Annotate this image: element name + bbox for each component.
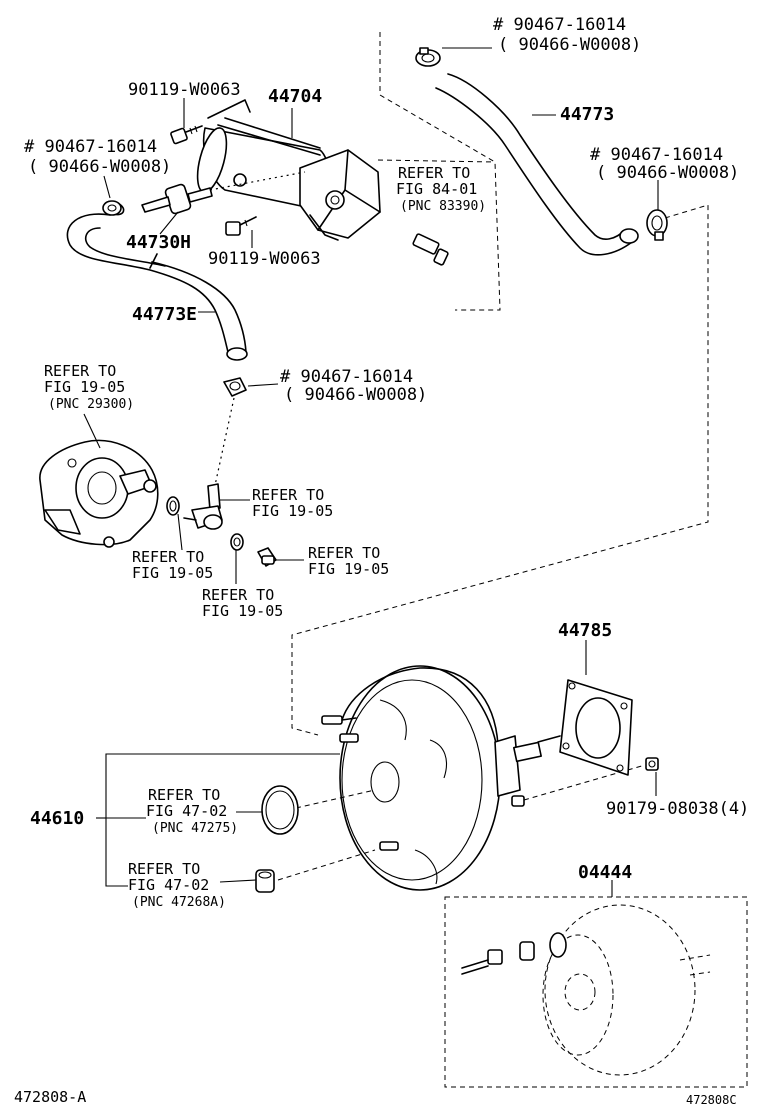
label-refer-1905-b-line1: REFER TO — [132, 548, 204, 566]
label-refer-4702-a-line2: FIG 47-02 — [146, 802, 227, 820]
label-tank-44704: 44704 — [268, 86, 322, 107]
footer-left-code: 472808-A — [14, 1088, 86, 1106]
label-refer-1905-c-line2: FIG 19-05 — [308, 560, 389, 578]
brake-booster-44610 — [321, 665, 561, 891]
label-refer-1905-c-line1: REFER TO — [308, 544, 380, 562]
oring-connection — [295, 789, 376, 809]
label-refer-1905-d-line2: FIG 19-05 — [202, 602, 283, 620]
footer-right-code: 472808C — [686, 1093, 737, 1107]
grommet-icon — [255, 869, 275, 893]
union-fitting-icon — [183, 483, 223, 530]
label-refer-1905-b-line2: FIG 19-05 — [132, 564, 213, 582]
label-nut-90179: 90179-08038(4) — [606, 799, 749, 819]
label-refer-4702-b-line2: FIG 47-02 — [128, 876, 209, 894]
label-refer-4702-b-line3: (PNC 47268A) — [132, 895, 226, 910]
grommet-connection — [277, 849, 376, 881]
leader-lines — [83, 47, 659, 897]
washer-b-icon — [230, 533, 244, 551]
label-booster-44610: 44610 — [30, 808, 84, 829]
nut-icon — [645, 757, 659, 771]
label-refer-4702-b-line1: REFER TO — [128, 860, 200, 878]
label-refer-pump-line3: (PNC 29300) — [48, 397, 134, 412]
label-clamp-top-alt: ( 90466-W0008) — [498, 35, 641, 55]
hose-44773e — [66, 213, 248, 361]
label-refer-1905-d-line1: REFER TO — [202, 586, 274, 604]
nut-connection — [523, 764, 646, 801]
gasket-44785-icon — [559, 679, 633, 776]
label-clamp-top: # 90467-16014 — [493, 15, 626, 35]
label-refer-4702-a-line1: REFER TO — [148, 786, 220, 804]
label-hose-44773: 44773 — [560, 104, 614, 125]
label-refer-pump-line1: REFER TO — [44, 362, 116, 380]
label-hose-44773e: 44773E — [132, 304, 197, 325]
label-clamp-mid: # 90467-16014 — [280, 367, 413, 387]
plug-icon — [257, 547, 277, 567]
label-refer-84-line3: (PNC 83390) — [400, 199, 486, 214]
clamp-mid-icon — [223, 377, 247, 397]
label-check-valve: 44730H — [126, 232, 191, 253]
label-clamp-mid-alt: ( 90466-W0008) — [284, 385, 427, 405]
o-ring-icon — [261, 785, 299, 835]
vacuum-tank-44704 — [196, 99, 381, 241]
clamp-right-icon — [646, 209, 668, 241]
label-refer-1905-a-line2: FIG 19-05 — [252, 502, 333, 520]
label-clamp-left-alt: ( 90466-W0008) — [28, 157, 171, 177]
bolt-mid-icon — [225, 216, 257, 236]
label-refer-84-line2: FIG 84-01 — [396, 180, 477, 198]
check-valve-44730h-icon — [103, 183, 213, 216]
tank-group-outline — [377, 159, 496, 163]
label-bolt-top: 90119-W0063 — [128, 80, 241, 100]
label-refer-1905-a-line1: REFER TO — [252, 486, 324, 504]
hose-to-fitting-connection — [213, 397, 235, 491]
label-refer-pump-line2: FIG 19-05 — [44, 378, 125, 396]
kit-04444 — [461, 904, 711, 1076]
vacuum-pump-icon — [39, 439, 159, 548]
washer-a-icon — [166, 496, 180, 516]
clamp-left-icon — [102, 200, 122, 216]
label-clamp-right-alt: ( 90466-W0008) — [596, 163, 739, 183]
label-bolt-mid: 90119-W0063 — [208, 249, 321, 269]
hose-44773 — [435, 73, 639, 256]
clamp-top-icon — [415, 47, 441, 67]
label-clamp-right: # 90467-16014 — [590, 145, 723, 165]
label-clamp-left: # 90467-16014 — [24, 137, 157, 157]
part-labels: # 90467-16014 ( 90466-W0008) 44773 90119… — [14, 15, 749, 1107]
bolt-top-icon — [170, 125, 203, 145]
label-refer-4702-a-line3: (PNC 47275) — [152, 821, 238, 836]
label-refer-84-line1: REFER TO — [398, 164, 470, 182]
booster-bracket — [96, 753, 340, 887]
label-kit-04444: 04444 — [578, 862, 632, 883]
check-valve-connection — [209, 171, 306, 191]
vacuum-sensor-icon — [412, 233, 449, 266]
label-gasket-44785: 44785 — [558, 620, 612, 641]
dashed-group-lines — [291, 32, 748, 1088]
